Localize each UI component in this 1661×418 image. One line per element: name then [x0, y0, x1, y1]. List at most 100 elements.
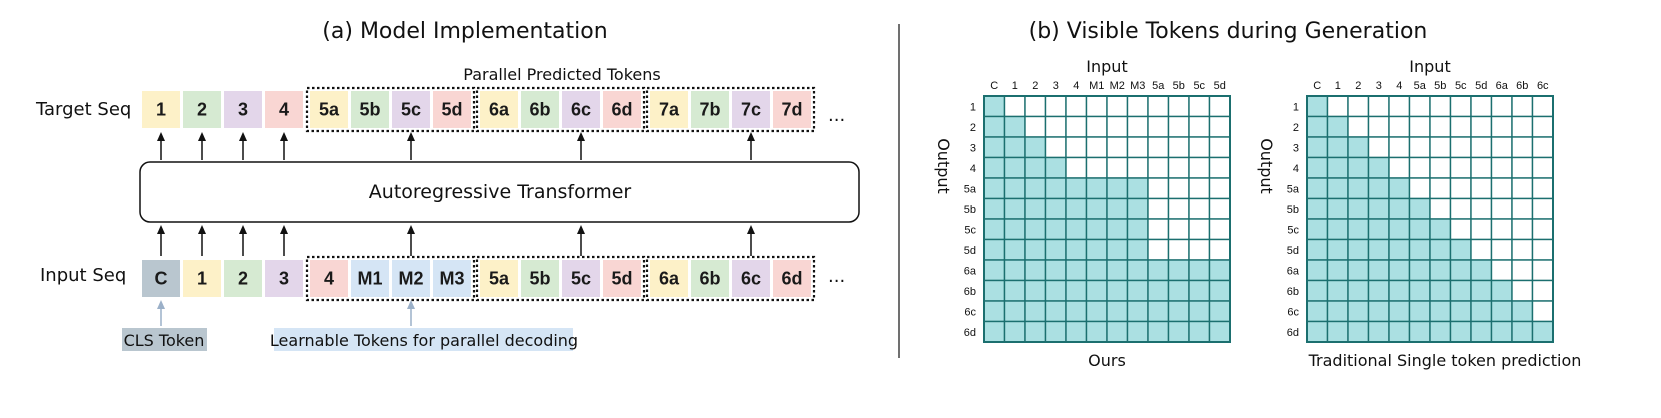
- grid-row-label: 5d: [1287, 245, 1299, 257]
- masked-cell: [1367, 95, 1390, 118]
- masked-cell: [1326, 95, 1349, 118]
- masked-cell: [1147, 218, 1170, 241]
- visible-cell: [983, 177, 1006, 200]
- masked-cell: [1367, 136, 1390, 159]
- masked-cell: [1065, 95, 1088, 118]
- grid-row-label: 6c: [1287, 306, 1299, 318]
- visible-cell: [1126, 218, 1149, 241]
- visible-cell: [1106, 197, 1129, 220]
- visible-cell: [1388, 259, 1411, 282]
- visible-cell: [1024, 238, 1047, 261]
- masked-cell: [1531, 197, 1554, 220]
- masked-cell: [1531, 218, 1554, 241]
- masked-cell: [1188, 115, 1211, 138]
- target-token-label: 4: [279, 100, 289, 120]
- visible-cell: [1429, 279, 1452, 302]
- target-token-label: 6b: [529, 100, 550, 120]
- masked-cell: [1531, 115, 1554, 138]
- masked-cell: [1531, 95, 1554, 118]
- visible-cell: [1065, 197, 1088, 220]
- visible-cell: [1367, 279, 1390, 302]
- visible-cell: [1470, 320, 1493, 343]
- masked-cell: [1408, 136, 1431, 159]
- masked-cell: [1167, 177, 1190, 200]
- panel-model-implementation: (a) Model Implementation Target Seq Inpu…: [35, 19, 860, 351]
- visible-cell: [1388, 197, 1411, 220]
- grid-column-label: 6c: [1537, 80, 1549, 92]
- grid-row-label: 1: [970, 101, 976, 113]
- target-token-box: [562, 91, 600, 128]
- grid-border: [1306, 95, 1554, 343]
- grid-row-label: 6c: [964, 306, 976, 318]
- visible-cell: [1106, 300, 1129, 323]
- visible-cell: [1085, 197, 1108, 220]
- visible-cell: [1065, 279, 1088, 302]
- visible-cell: [1408, 279, 1431, 302]
- masked-cell: [1126, 156, 1149, 179]
- visible-cell: [1306, 136, 1329, 159]
- visible-cell: [1347, 279, 1370, 302]
- masked-cell: [1126, 115, 1149, 138]
- masked-cell: [1188, 177, 1211, 200]
- grid-column-label: M3: [1130, 80, 1145, 92]
- grid-row-label: 2: [1293, 122, 1299, 134]
- grid-row-label: 4: [970, 163, 976, 175]
- visible-cell: [1429, 259, 1452, 282]
- masked-cell: [1388, 115, 1411, 138]
- masked-cell: [1470, 156, 1493, 179]
- visible-cell: [1449, 279, 1472, 302]
- input-token-box: [265, 260, 303, 297]
- input-token-box: [562, 260, 600, 297]
- input-token-box: [392, 260, 430, 297]
- grid-output-label: Output: [1257, 138, 1276, 194]
- masked-cell: [1347, 95, 1370, 118]
- visible-cell: [1306, 197, 1329, 220]
- masked-cell: [1106, 95, 1129, 118]
- visible-cell: [1147, 320, 1170, 343]
- visible-cell: [1347, 197, 1370, 220]
- visible-cell: [1003, 300, 1026, 323]
- visible-cell: [983, 156, 1006, 179]
- masked-cell: [1429, 156, 1452, 179]
- visible-cell: [1306, 300, 1329, 323]
- visible-cell: [1044, 300, 1067, 323]
- target-token-box: [480, 91, 518, 128]
- input-token-label: 6b: [699, 269, 720, 289]
- masked-cell: [1449, 197, 1472, 220]
- visible-cell: [983, 259, 1006, 282]
- masked-cell: [1208, 177, 1231, 200]
- target-token-box: [310, 91, 348, 128]
- visible-cell: [1306, 259, 1329, 282]
- visible-cell: [1490, 320, 1513, 343]
- masked-cell: [1167, 156, 1190, 179]
- visible-cell: [1188, 259, 1211, 282]
- target-token-box: [433, 91, 471, 128]
- visible-cell: [1306, 95, 1329, 118]
- target-token-label: 7a: [659, 100, 680, 120]
- grid-row-label: 6d: [964, 327, 976, 339]
- masked-cell: [1003, 95, 1026, 118]
- visible-cell: [1065, 177, 1088, 200]
- masked-cell: [1208, 238, 1231, 261]
- visible-cell: [1147, 300, 1170, 323]
- masked-cell: [1208, 156, 1231, 179]
- masked-cell: [1208, 218, 1231, 241]
- visible-cell: [1490, 300, 1513, 323]
- masked-cell: [1085, 136, 1108, 159]
- grid-row-label: 6a: [964, 265, 977, 277]
- visible-cell: [1326, 259, 1349, 282]
- visible-cell: [1044, 259, 1067, 282]
- visible-cell: [1024, 156, 1047, 179]
- masked-cell: [1449, 95, 1472, 118]
- grid-column-label: C: [990, 80, 998, 92]
- masked-cell: [1085, 156, 1108, 179]
- grid-row-label: 6b: [964, 286, 976, 298]
- masked-cell: [1044, 115, 1067, 138]
- visible-cell: [1347, 218, 1370, 241]
- visible-cell: [1326, 238, 1349, 261]
- grid-column-label: 3: [1376, 80, 1382, 92]
- panel-a-title: (a) Model Implementation: [322, 19, 607, 44]
- masked-cell: [1490, 115, 1513, 138]
- visible-cell: [1347, 320, 1370, 343]
